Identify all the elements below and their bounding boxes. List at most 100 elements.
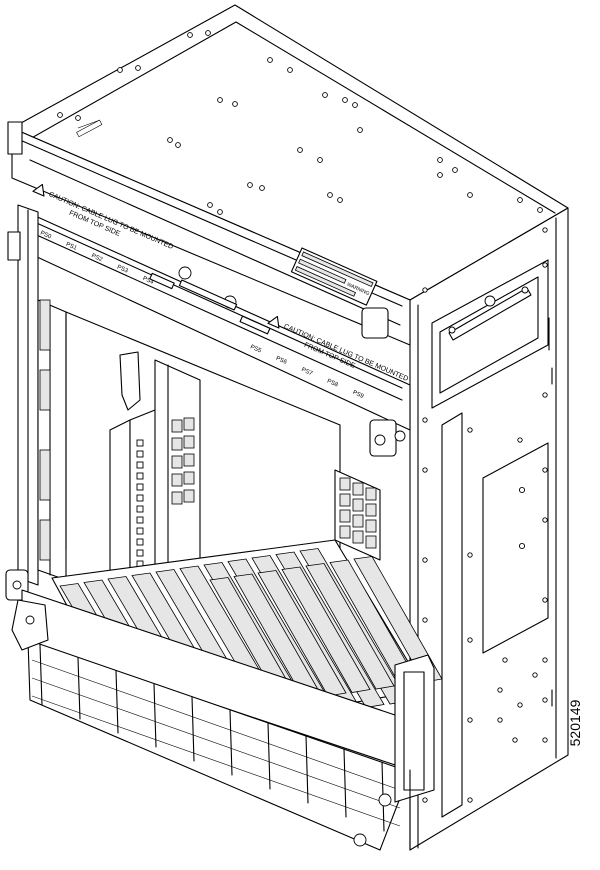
rj-port <box>183 453 195 467</box>
psu-label: PS9 <box>352 390 365 400</box>
fabric-port <box>339 477 351 491</box>
screw-hole <box>57 112 63 118</box>
fabric-port <box>365 487 377 501</box>
fan-grid-line <box>153 683 157 748</box>
fabric-port <box>365 535 377 549</box>
screw-hole <box>75 115 81 121</box>
screw-hole <box>422 467 428 473</box>
screw-hole <box>542 737 548 743</box>
rj-port <box>171 455 183 469</box>
rj-port <box>171 473 183 487</box>
screw-hole <box>422 417 428 423</box>
fabric-port <box>352 498 364 512</box>
screw-hole <box>352 102 358 108</box>
psu-label: PS3 <box>116 265 129 275</box>
rj-port <box>171 491 183 505</box>
fabric-card-connectors <box>334 469 381 561</box>
screw-hole <box>207 202 213 208</box>
psu-label: PS1 <box>65 242 78 252</box>
screw-hole <box>357 127 363 133</box>
fan-grid-line <box>115 670 119 734</box>
screw-hole <box>337 197 343 203</box>
screw-hole <box>467 552 473 558</box>
fan-grid-line <box>305 735 309 804</box>
card-slot-hole <box>136 472 144 480</box>
screw-hole <box>247 182 253 188</box>
screw-hole <box>467 717 473 723</box>
screw-hole <box>327 192 333 198</box>
screw-hole <box>135 65 141 71</box>
fabric-ports <box>339 477 377 549</box>
screw-hole <box>422 797 428 803</box>
screw-hole <box>187 32 193 38</box>
screw-hole <box>217 209 223 215</box>
card-slot-hole <box>136 527 144 535</box>
psu-label: PS2 <box>90 253 103 263</box>
rj-port <box>183 417 195 431</box>
fabric-port <box>352 482 364 496</box>
screw-hole <box>517 702 523 708</box>
psu-label: PS7 <box>300 367 313 377</box>
screw-hole <box>205 30 211 36</box>
screw-hole <box>317 157 323 163</box>
screw-hole <box>437 157 443 163</box>
card-slot-hole <box>136 461 144 469</box>
psu-label: PS4 <box>142 276 155 286</box>
vent-strip <box>305 563 395 690</box>
screw-hole <box>422 617 428 623</box>
screw-hole <box>167 137 173 143</box>
screw-hole <box>287 67 293 73</box>
psu-label: PS8 <box>326 379 339 389</box>
screw-hole <box>259 185 265 191</box>
card-slot-hole <box>136 483 144 491</box>
screw-hole <box>542 697 548 703</box>
lower-fan-tray <box>11 589 435 851</box>
screw-hole <box>532 672 538 678</box>
screw-hole <box>517 197 523 203</box>
card-slot-hole <box>136 516 144 524</box>
screw-hole <box>467 637 473 643</box>
fabric-port <box>352 514 364 528</box>
psu-label-row-upper: PS0 PS1 PS2 PS3 PS4 <box>39 230 155 286</box>
psu-label: PS0 <box>39 230 52 240</box>
rj-port <box>183 435 195 449</box>
rj-port <box>183 471 195 485</box>
screw-hole <box>542 517 548 523</box>
screw-hole <box>342 97 348 103</box>
fabric-port <box>352 530 364 544</box>
fabric-port <box>365 519 377 533</box>
screw-hole <box>322 92 328 98</box>
screw-hole <box>542 467 548 473</box>
right-side-panel <box>409 207 569 851</box>
screw-hole <box>542 227 548 233</box>
card-slot-hole <box>136 450 144 458</box>
vent-strip <box>353 556 443 683</box>
screw-hole <box>232 101 238 107</box>
screw-hole <box>497 687 503 693</box>
fabric-port <box>339 525 351 539</box>
vent-strip <box>257 570 347 697</box>
screw-hole <box>542 262 548 268</box>
screw-hole <box>437 172 443 178</box>
fan-grid-line <box>229 709 233 776</box>
screw-hole <box>497 717 503 723</box>
card-slot-hole <box>136 494 144 502</box>
warning-label-plate: WARNING <box>290 247 378 306</box>
fan-grid-line <box>39 644 43 706</box>
fabric-port <box>339 509 351 523</box>
card-slot-hole <box>136 439 144 447</box>
figure-number-text: 520149 <box>567 699 583 747</box>
screw-hole <box>542 657 548 663</box>
fan-grid-line <box>267 722 271 790</box>
screw-hole <box>512 737 518 743</box>
screw-hole <box>542 597 548 603</box>
screw-hole <box>422 287 428 293</box>
screw-hole <box>517 437 523 443</box>
line-card <box>109 351 201 641</box>
fabric-port <box>339 493 351 507</box>
fan-grid-line <box>31 659 401 791</box>
card-slot-hole <box>136 549 144 557</box>
screw-hole <box>297 147 303 153</box>
screw-hole <box>502 657 508 663</box>
